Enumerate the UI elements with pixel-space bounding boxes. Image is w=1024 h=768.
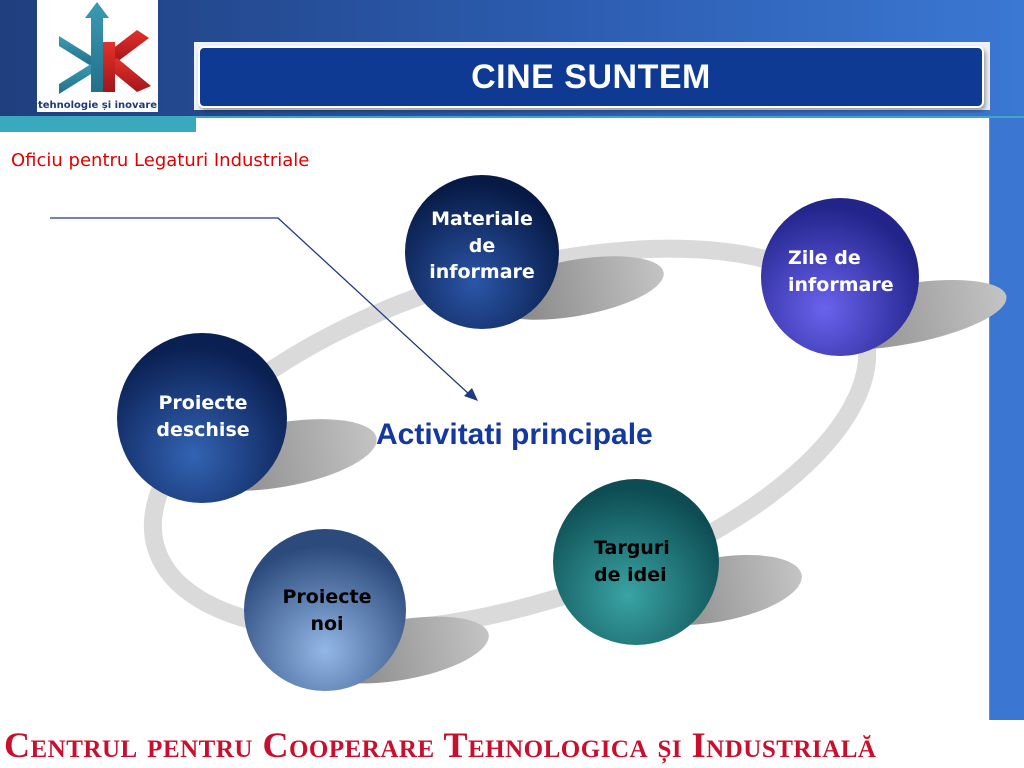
logo-caption: tehnologie și inovare	[37, 100, 158, 111]
node-label-line: Zile de	[788, 247, 861, 269]
node-circle-targuri	[553, 479, 719, 645]
node-label-line: de	[468, 234, 496, 257]
center-label: Activitati principale	[376, 418, 653, 451]
title-bar: CINE SUNTEM	[198, 46, 984, 108]
node-circle-proiecte-noi	[244, 529, 406, 691]
slide-subtitle: Oficiu pentru Legaturi Industriale	[11, 150, 310, 171]
node-label-line: Proiecte	[282, 586, 372, 608]
teal-accent-line	[196, 116, 1024, 118]
slide-title: CINE SUNTEM	[471, 57, 711, 96]
node-label-line: Proiecte	[158, 392, 248, 414]
node-label-line: de idei	[594, 563, 667, 586]
node-zile: Zile de informare	[788, 245, 928, 298]
right-side-bar	[990, 118, 1024, 720]
footer-organization-name: Centrul pentru Cooperare Tehnologica și …	[4, 725, 877, 765]
teal-accent-strip	[0, 116, 196, 132]
node-proiecte-deschise: Proiecte deschise	[130, 390, 276, 443]
logo: tehnologie și inovare	[37, 0, 158, 112]
node-label-line: noi	[310, 612, 344, 635]
ck-logo-icon	[59, 2, 151, 94]
node-targuri: Targuri de idei	[594, 535, 704, 588]
node-circle-proiecte-deschise	[117, 333, 287, 503]
node-label-line: informare	[788, 273, 894, 296]
arrow-icon	[50, 217, 478, 401]
node-materiale: Materiale de informare	[405, 206, 559, 286]
node-proiecte-noi: Proiecte noi	[262, 584, 392, 637]
node-label-line: informare	[429, 261, 535, 284]
node-circle-materiale	[405, 175, 559, 329]
node-label-line: deschise	[156, 418, 250, 441]
node-circle-zile	[761, 198, 919, 356]
node-label-line: Materiale	[431, 208, 533, 230]
node-label-line: Targuri	[594, 537, 670, 559]
